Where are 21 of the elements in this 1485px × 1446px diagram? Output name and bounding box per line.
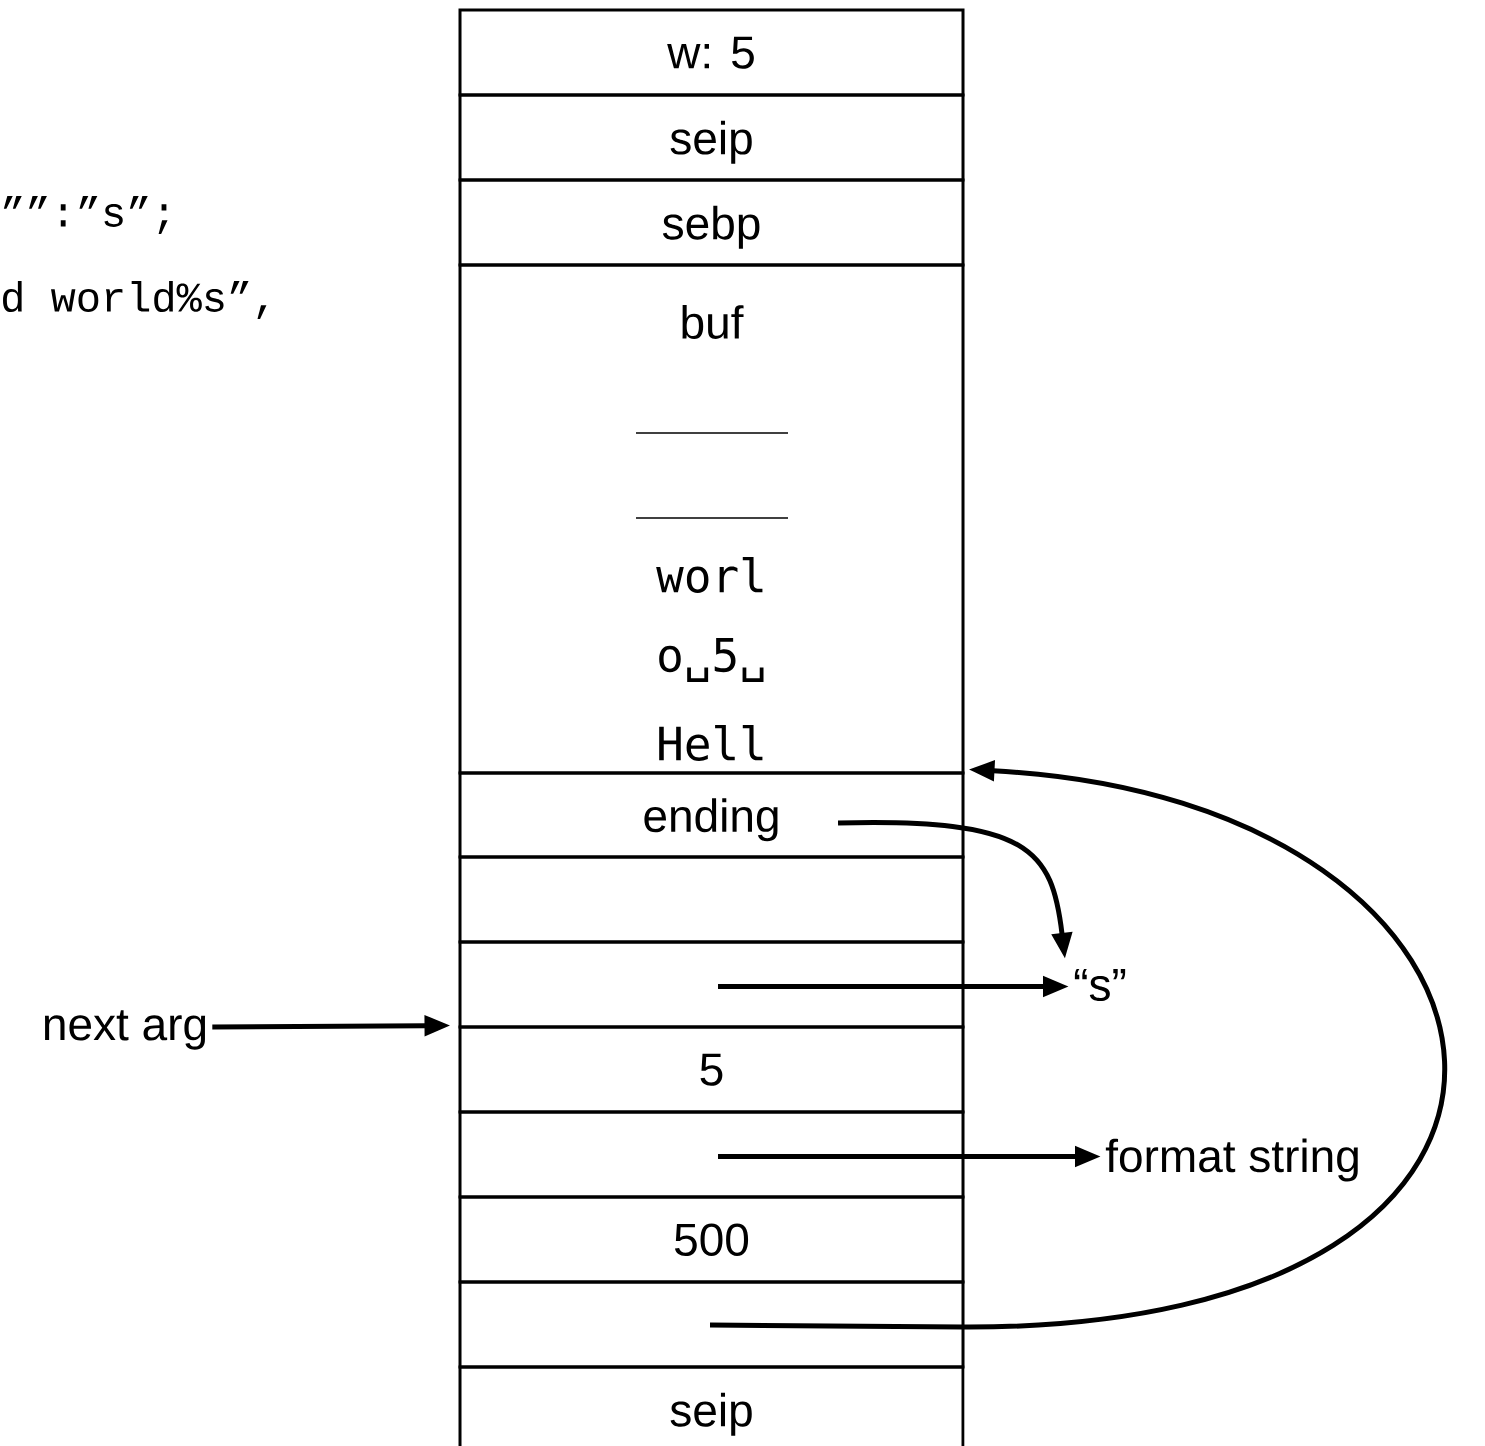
stack-cell: w: 5 [458, 8, 965, 97]
pointer-target-label: “s” [1074, 968, 1126, 1002]
pointer-label: next arg [44, 1010, 206, 1050]
pointer-target-label: format string [1105, 1138, 1358, 1182]
cell-text: o␣5␣ [659, 638, 764, 682]
stack-cell: 500 [458, 1195, 965, 1284]
code-line: ””:”s”; [3, 196, 168, 234]
stack-cell [458, 940, 965, 1029]
stack-cell: seip [458, 1365, 965, 1446]
cell-text: worl [656, 557, 763, 593]
stack-cell: 5 [458, 1025, 965, 1114]
cell-text: Hell [659, 725, 763, 761]
stack-cell: seip [458, 93, 965, 182]
buffer-cell [458, 263, 965, 775]
cell-text: buf [682, 305, 744, 339]
stack-cell [458, 1110, 965, 1199]
stack-cell: ending [458, 771, 965, 859]
stack-cell [458, 1280, 965, 1369]
stack-cell: sebp [458, 178, 965, 267]
code-line: d world%s”, [3, 281, 267, 319]
stack-cell [458, 855, 965, 944]
